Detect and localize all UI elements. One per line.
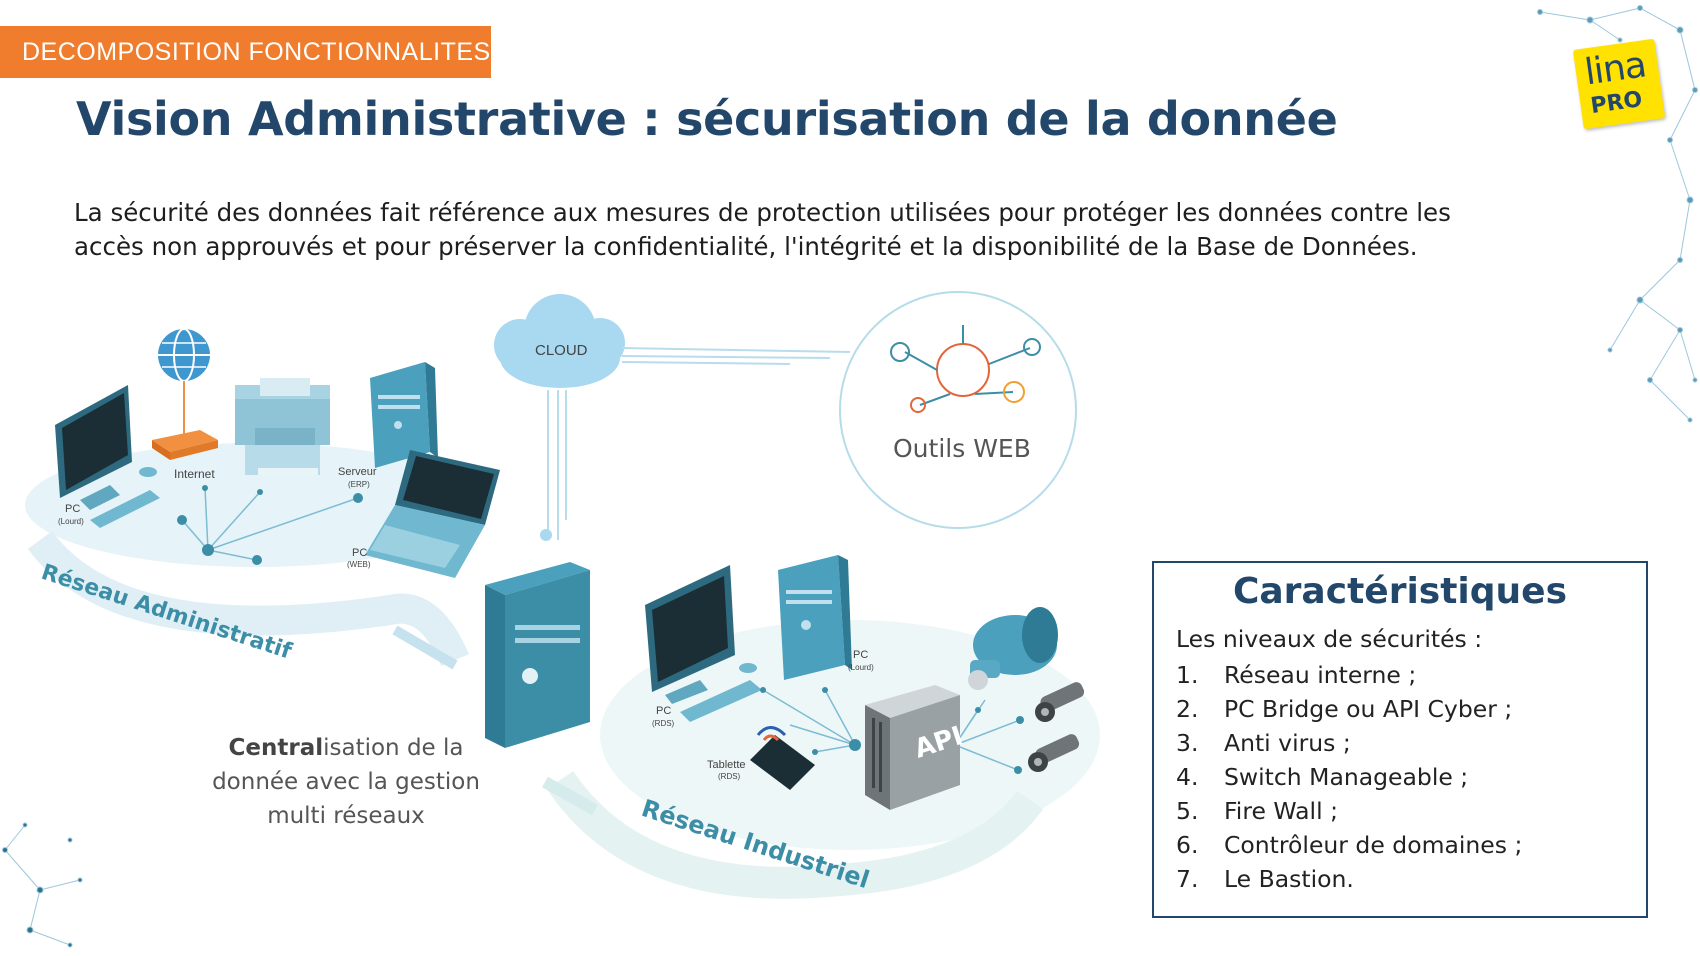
pc-web-sublabel: (WEB) bbox=[347, 560, 371, 569]
web-tools-circle bbox=[839, 291, 1077, 529]
erp-server-icon bbox=[370, 362, 438, 468]
lina-pro-logo: lina PRO bbox=[1572, 38, 1666, 130]
central-server-icon bbox=[485, 562, 590, 748]
admin-arrow bbox=[392, 625, 458, 670]
caption-rest: isation de la bbox=[323, 735, 464, 761]
server-label: Serveur bbox=[338, 466, 377, 478]
cloud-link-node bbox=[540, 529, 552, 541]
rds-pc-icon bbox=[645, 565, 762, 722]
page-title: Vision Administrative : sécurisation de … bbox=[76, 92, 1338, 146]
admin-pc-icon bbox=[55, 385, 160, 528]
card-subtitle: Les niveaux de sécurités : bbox=[1176, 625, 1483, 653]
admin-network-swoosh bbox=[27, 530, 469, 667]
motor-icon bbox=[968, 607, 1058, 690]
section-banner: DECOMPOSITION FONCTIONNALITES bbox=[0, 26, 491, 78]
intro-paragraph: La sécurité des données fait référence a… bbox=[74, 198, 1451, 261]
admin-pc-sublabel: (Lourd) bbox=[58, 517, 84, 526]
industrial-arrow bbox=[542, 776, 598, 816]
rds-pc-label: PC bbox=[656, 705, 671, 717]
tablet-label: Tablette bbox=[707, 759, 746, 771]
caption-bold: Central bbox=[228, 735, 324, 761]
sensor-icon-2 bbox=[1028, 734, 1080, 772]
industrial-network-swoosh bbox=[546, 770, 1044, 899]
rds-pc-sublabel: (RDS) bbox=[652, 719, 675, 728]
admin-hub-node bbox=[202, 544, 214, 556]
caption-line-3: multi réseaux bbox=[267, 803, 425, 829]
security-levels-list: 1.Réseau interne ; 2.PC Bridge ou API Cy… bbox=[1176, 658, 1522, 896]
characteristics-card: Caractéristiques Les niveaux de sécurité… bbox=[1152, 561, 1648, 918]
card-title: Caractéristiques bbox=[1232, 571, 1568, 612]
web-network-icon bbox=[890, 325, 1041, 413]
list-item: 1.Réseau interne ; bbox=[1176, 661, 1417, 689]
industrial-pc-sublabel: (Lourd) bbox=[848, 663, 874, 672]
list-item: 5.Fire Wall ; bbox=[1176, 797, 1338, 825]
router-icon bbox=[152, 430, 218, 460]
centralisation-caption: Centralisation de la donnée avec la gest… bbox=[186, 731, 506, 833]
pc-web-label: PC bbox=[352, 547, 367, 559]
tablet-sublabel: (RDS) bbox=[718, 772, 741, 781]
industrial-pc-label: PC bbox=[853, 649, 868, 661]
api-rack-icon bbox=[865, 685, 960, 810]
list-item: 7.Le Bastion. bbox=[1176, 865, 1354, 893]
logo-wordmark: lina bbox=[1582, 44, 1649, 94]
web-tools-label: Outils WEB bbox=[893, 434, 1031, 463]
tablet-icon bbox=[750, 726, 815, 790]
server-sublabel: (ERP) bbox=[348, 480, 370, 489]
globe-icon bbox=[158, 328, 210, 382]
cloud-label: CLOUD bbox=[535, 342, 588, 359]
laptop-icon bbox=[365, 450, 500, 578]
network-diagram: Réseau Administratif Réseau Industriel C… bbox=[25, 291, 1100, 899]
internet-label: Internet bbox=[174, 467, 215, 481]
industrial-hub-node bbox=[849, 739, 861, 751]
admin-pc-label: PC bbox=[65, 503, 80, 515]
cloud-icon bbox=[494, 294, 625, 388]
printer-icon bbox=[235, 378, 330, 476]
industrial-pc-icon bbox=[778, 555, 852, 680]
list-item: 2.PC Bridge ou API Cyber ; bbox=[1176, 695, 1513, 723]
list-item: 4.Switch Manageable ; bbox=[1176, 763, 1469, 791]
sensor-icon-1 bbox=[1035, 682, 1085, 722]
list-item: 6.Contrôleur de domaines ; bbox=[1176, 831, 1523, 859]
list-item: 3.Anti virus ; bbox=[1176, 729, 1351, 757]
caption-line-2: donnée avec la gestion bbox=[212, 769, 480, 795]
